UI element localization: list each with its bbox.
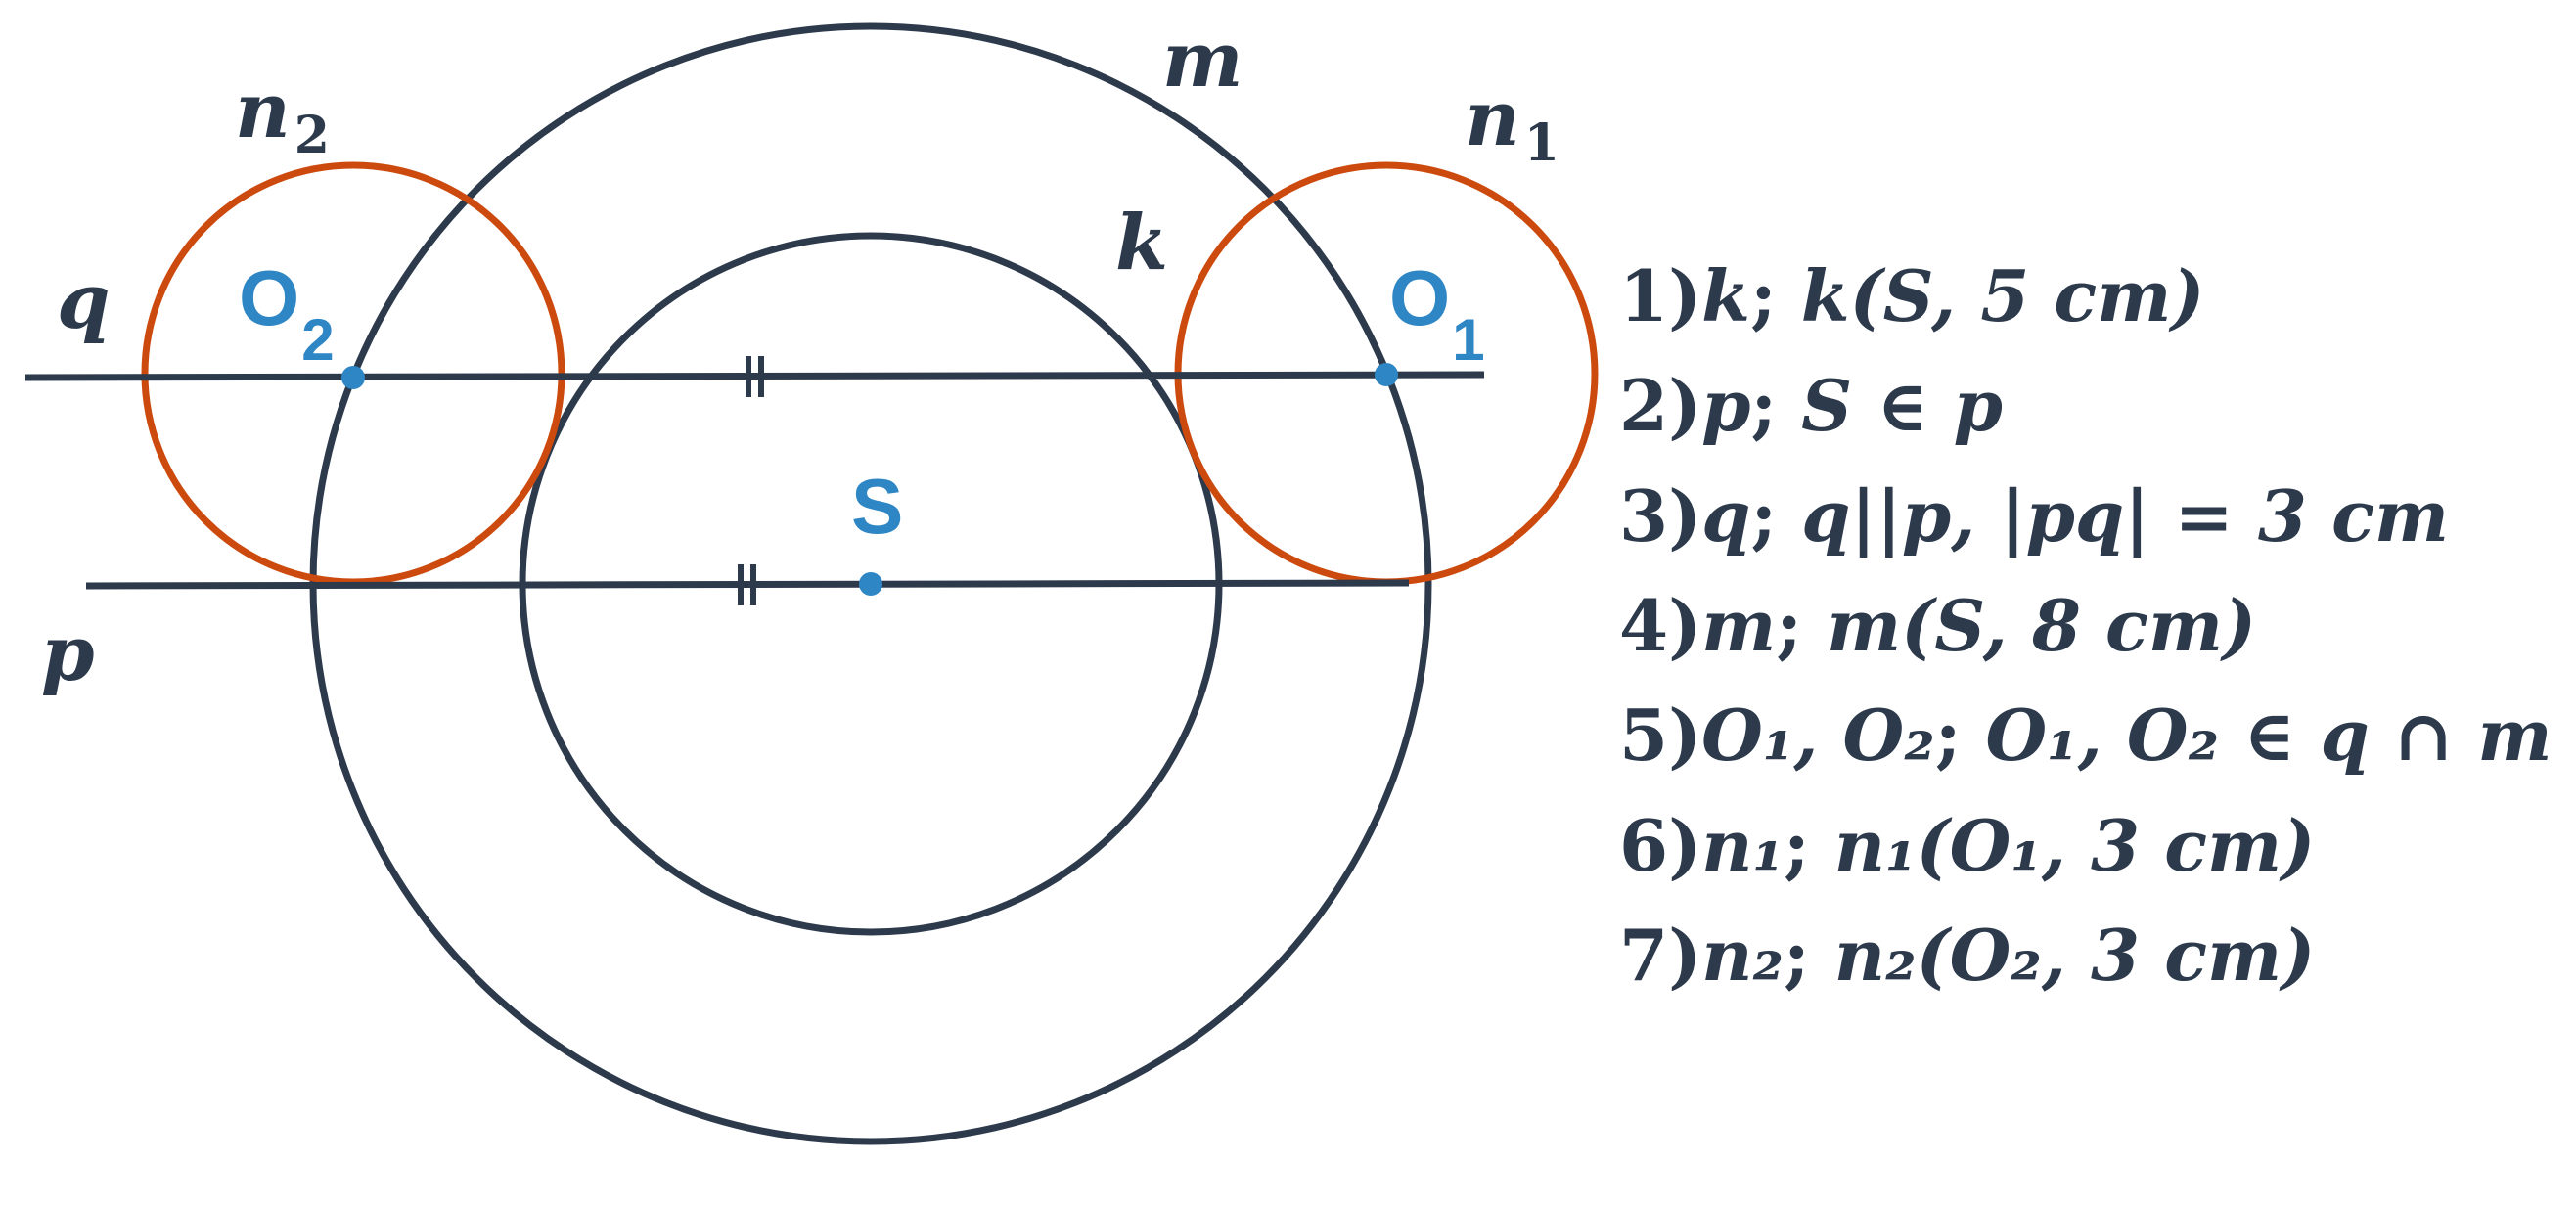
step-1: 1)k; k(S, 5 cm) — [1619, 254, 2205, 337]
step-5: 5)O₁, O₂; O₁, O₂ ∈ q ∩ m — [1619, 693, 2553, 777]
label-S: S — [851, 463, 903, 550]
line-q — [24, 371, 1485, 381]
point-O2 — [341, 366, 365, 389]
tick-mark-q — [746, 356, 764, 397]
label-n2: n2 — [235, 67, 330, 165]
label-q: q — [57, 257, 111, 346]
label-n1: n1 — [1465, 74, 1559, 173]
label-O1: O1 — [1389, 254, 1485, 373]
label-k: k — [1115, 199, 1168, 288]
construction-steps: 1)k; k(S, 5 cm) 2)p; S ∈ p 3)q; q||p, |p… — [1619, 254, 2553, 997]
step-7: 7)n₂; n₂(O₂, 3 cm) — [1619, 914, 2315, 997]
step-6: 6)n₁; n₁(O₁, 3 cm) — [1619, 804, 2315, 887]
label-p: p — [41, 609, 95, 698]
label-m: m — [1162, 16, 1243, 105]
step-4: 4)m; m(S, 8 cm) — [1619, 584, 2256, 667]
line-p — [85, 579, 1410, 590]
point-S — [859, 572, 882, 596]
point-O1 — [1375, 363, 1398, 386]
label-O2: O2 — [239, 254, 335, 373]
step-2: 2)p; S ∈ p — [1619, 364, 2003, 447]
step-3: 3)q; q||p, |pq| = 3 cm — [1619, 474, 2449, 558]
tick-mark-p — [738, 564, 756, 605]
